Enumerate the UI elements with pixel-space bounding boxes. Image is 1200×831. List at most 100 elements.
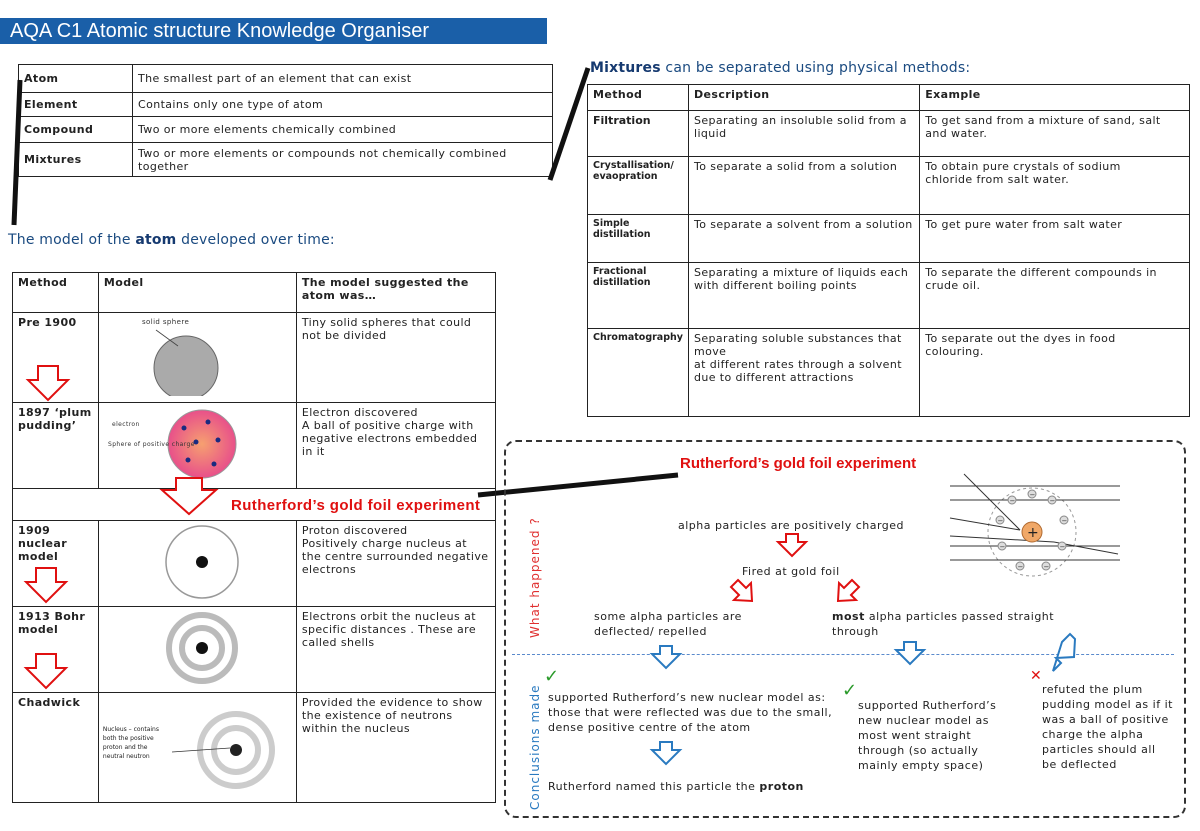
check-icon: ✓ <box>842 680 858 701</box>
model-suggested-nuclear: Proton discovered Positively charge nucl… <box>295 520 497 607</box>
electron-icon <box>995 515 1005 525</box>
connector-right <box>547 67 591 181</box>
electron-icon <box>1059 515 1069 525</box>
arrow-down-right-icon <box>836 578 861 603</box>
solid-sphere-label: solid sphere <box>142 318 189 326</box>
rutherford-row: Rutherford’s gold foil experiment <box>12 488 496 521</box>
fired-text: Fired at gold foil <box>742 565 840 578</box>
conclusion-refuted-plum: refuted the plum pudding model as if it … <box>1042 683 1173 771</box>
electron-symbol: − <box>1030 491 1036 499</box>
mixture-example: To separate out the dyes in food colouri… <box>919 328 1190 417</box>
mixture-method: Crystallisation/ evaopration <box>587 156 689 215</box>
model-image-solid-sphere: solid sphere <box>97 312 297 403</box>
plum-electron-label: electron <box>112 421 140 428</box>
mixture-description: To separate a solvent from a solution <box>687 214 921 263</box>
electron-symbol: − <box>998 517 1004 525</box>
rutherford-row-label: Rutherford’s gold foil experiment <box>231 497 481 514</box>
arrow-down-left-icon <box>729 578 754 603</box>
mixture-example: To obtain pure crystals of sodium chlori… <box>919 156 1190 215</box>
alpha-positive-text: alpha particles are positively charged <box>678 519 905 532</box>
col-header-method: Method <box>12 272 99 313</box>
mixture-example: To get sand from a mixture of sand, salt… <box>919 110 1190 157</box>
page-title: AQA C1 Atomic structure Knowledge Organi… <box>0 18 547 44</box>
chadwick-model-icon <box>171 711 275 789</box>
rutherford-experiment-panel <box>504 440 1186 818</box>
model-suggested-pre1900: Tiny solid spheres that could not be div… <box>295 312 497 403</box>
mix-header-example: Example <box>919 84 1190 111</box>
electron-icon <box>1047 495 1057 505</box>
nucleus-symbol: + <box>1027 525 1039 541</box>
model-method-plum-pudding: 1897 ‘plum pudding’ <box>12 402 99 489</box>
some-deflected-text: some alpha particles are deflected/ repe… <box>594 610 742 638</box>
arrow-down-icon <box>159 477 219 516</box>
electron-symbol: − <box>1044 563 1050 571</box>
mixture-description: Separating soluble substances that move … <box>687 328 921 417</box>
electron-symbol: − <box>1050 497 1056 505</box>
proton-named-text: Rutherford named this particle the proto… <box>548 780 804 793</box>
mixtures-heading: Mixtures can be separated using physical… <box>590 60 971 76</box>
mixture-example: To separate the different compounds in c… <box>919 262 1190 329</box>
model-arrows <box>23 365 219 690</box>
connector-rutherford <box>477 472 679 498</box>
electron-symbol: − <box>1010 497 1016 505</box>
divider-line <box>512 654 1174 655</box>
connector-left <box>11 79 23 226</box>
mixture-method: Chromatography <box>587 328 689 417</box>
definition-term: Mixtures <box>18 142 133 177</box>
experiment-title: Rutherford’s gold foil experiment <box>680 455 917 472</box>
gold-foil-diagram: + − − − − − − − − − <box>949 473 1120 577</box>
bohr-model-icon <box>165 612 238 684</box>
arrow-down-icon <box>649 645 683 670</box>
definition-text: Contains only one type of atom <box>132 92 553 117</box>
arrow-down-icon <box>893 641 927 666</box>
plum-sphere-label: Sphere of positive charge <box>108 441 195 448</box>
mixtures-table: Method Description Example Filtration Se… <box>587 84 1190 417</box>
mixture-description: Separating an insoluble solid from a liq… <box>687 110 921 157</box>
model-image-chadwick: Nucleus – contains both the positive pro… <box>97 692 297 803</box>
electron-symbol: − <box>1018 563 1024 571</box>
model-suggested-plum-pudding: Electron discovered A ball of positive c… <box>295 402 497 489</box>
electron-icon <box>1015 561 1025 571</box>
arrow-down-icon <box>25 365 71 402</box>
electron-icon <box>1057 541 1067 551</box>
atom-model-table: Method Model The model suggested the ato… <box>12 272 497 803</box>
col-header-model: Model <box>97 272 297 313</box>
electron-icon <box>1027 489 1037 499</box>
col-header-suggested: The model suggested the atom was… <box>295 272 497 313</box>
arrow-down-icon <box>649 741 683 766</box>
electron-icon <box>1007 495 1017 505</box>
atom-heading: The model of the atom developed over tim… <box>8 232 335 248</box>
electron-icon <box>1041 561 1051 571</box>
arrow-down-right-icon <box>1052 632 1077 672</box>
model-suggested-chadwick: Provided the evidence to show the existe… <box>295 692 497 803</box>
model-image-nuclear <box>97 520 297 607</box>
electron-symbol: − <box>1000 543 1006 551</box>
electron-symbol: − <box>1060 543 1066 551</box>
electron-symbol: − <box>1062 517 1068 525</box>
definition-text: Two or more elements chemically combined <box>132 116 553 143</box>
most-passed-text: most alpha particles passed straight thr… <box>832 610 1055 638</box>
mixture-description: Separating a mixture of liquids each wit… <box>687 262 921 329</box>
cross-icon: ✕ <box>1030 668 1042 684</box>
arrow-down-icon <box>775 533 809 558</box>
mix-header-description: Description <box>687 84 921 111</box>
definition-text: Two or more elements or compounds not ch… <box>132 142 553 177</box>
electron-icon <box>997 541 1007 551</box>
chadwick-nucleus-label: Nucleus – contains both the positive pro… <box>102 726 159 760</box>
model-method-chadwick: Chadwick <box>12 692 99 803</box>
arrow-down-icon <box>23 567 69 604</box>
check-icon: ✓ <box>544 666 560 687</box>
nuclear-model-icon <box>165 525 239 599</box>
conclusion-nuclear-supported: supported Rutherford’s new nuclear model… <box>548 691 833 734</box>
definition-text: The smallest part of an element that can… <box>132 64 553 93</box>
mixture-row: Filtration Separating an insoluble solid… <box>587 110 1190 157</box>
arrow-down-icon <box>23 653 69 690</box>
